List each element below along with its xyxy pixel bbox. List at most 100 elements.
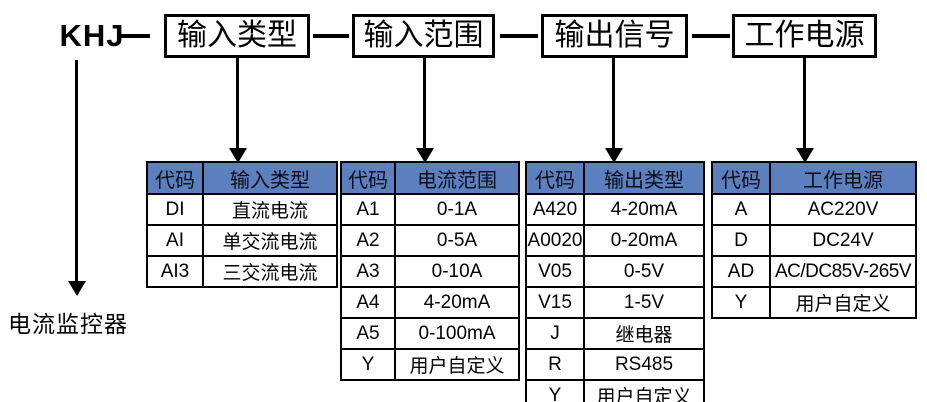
column-header-code: 代码 bbox=[711, 161, 771, 195]
table-header-row: 代码工作电源 bbox=[711, 161, 917, 195]
cell-code: D bbox=[711, 224, 771, 257]
column-header-value: 输出类型 bbox=[583, 161, 705, 195]
arrow-stem-input-type bbox=[236, 58, 239, 149]
separator-dash-3 bbox=[500, 34, 538, 38]
cell-value: 0-1A bbox=[394, 193, 520, 226]
column-header-value: 输入类型 bbox=[202, 161, 338, 195]
cell-value: 0-5A bbox=[394, 224, 520, 257]
segment-label: 输出信号 bbox=[554, 19, 675, 52]
separator-dash-2 bbox=[313, 34, 349, 38]
cell-code: V15 bbox=[525, 286, 585, 319]
cell-code: Y bbox=[340, 348, 396, 381]
cell-value: RS485 bbox=[583, 348, 705, 381]
table-header-row: 代码电流范围 bbox=[340, 161, 520, 195]
cell-code: A bbox=[711, 193, 771, 226]
cell-value: 用户自定义 bbox=[769, 286, 917, 319]
model-prefix: KHJ bbox=[59, 18, 125, 53]
cell-value: 继电器 bbox=[583, 317, 705, 350]
arrow-head-output-signal bbox=[605, 148, 623, 163]
cell-code: A4 bbox=[340, 286, 396, 319]
segment-box-input-type: 输入类型 bbox=[164, 14, 310, 58]
segment-box-output-signal: 输出信号 bbox=[541, 14, 688, 58]
cell-value: AC220V bbox=[769, 193, 917, 226]
cell-code: AI bbox=[146, 224, 204, 257]
arrow-stem-power-supply bbox=[803, 58, 806, 149]
arrow-head-power-supply bbox=[796, 148, 814, 163]
cell-value: 0-100mA bbox=[394, 317, 520, 350]
separator-dash-1 bbox=[118, 34, 150, 38]
cell-code: Y bbox=[711, 286, 771, 319]
cell-value: 三交流电流 bbox=[202, 255, 338, 288]
cell-value: 1-5V bbox=[583, 286, 705, 319]
table-header-row: 代码输入类型 bbox=[146, 161, 338, 195]
cell-value: 单交流电流 bbox=[202, 224, 338, 257]
cell-code: V05 bbox=[525, 255, 585, 288]
cell-value: 4-20mA bbox=[394, 286, 520, 319]
segment-label: 输入类型 bbox=[177, 19, 297, 52]
cell-code: AI3 bbox=[146, 255, 204, 288]
cell-code: A3 bbox=[340, 255, 396, 288]
cell-code: Y bbox=[525, 379, 585, 402]
cell-code: A2 bbox=[340, 224, 396, 257]
arrow-stem-prefix bbox=[75, 60, 78, 282]
cell-code: A0020 bbox=[525, 224, 585, 257]
column-header-code: 代码 bbox=[146, 161, 204, 195]
cell-code: J bbox=[525, 317, 585, 350]
table-header-row: 代码输出类型 bbox=[525, 161, 705, 195]
cell-value: 用户自定义 bbox=[583, 379, 705, 402]
cell-value: 0-20mA bbox=[583, 224, 705, 257]
cell-code: A5 bbox=[340, 317, 396, 350]
cell-value: 用户自定义 bbox=[394, 348, 520, 381]
arrow-stem-output-signal bbox=[612, 58, 615, 149]
segment-box-input-range: 输入范围 bbox=[352, 14, 495, 58]
cell-value: 直流电流 bbox=[202, 193, 338, 226]
cell-value: AC/DC85V-265V bbox=[769, 255, 917, 288]
cell-code: A1 bbox=[340, 193, 396, 226]
cell-code: A420 bbox=[525, 193, 585, 226]
cell-value: 4-20mA bbox=[583, 193, 705, 226]
column-header-value: 电流范围 bbox=[394, 161, 520, 195]
segment-label: 输入范围 bbox=[363, 19, 484, 52]
segment-label: 工作电源 bbox=[744, 19, 865, 52]
separator-dash-4 bbox=[692, 34, 730, 38]
column-header-value: 工作电源 bbox=[769, 161, 917, 195]
cell-code: DI bbox=[146, 193, 204, 226]
cell-code: R bbox=[525, 348, 585, 381]
arrow-head-input-type bbox=[229, 148, 247, 163]
segment-box-power-supply: 工作电源 bbox=[732, 14, 877, 58]
arrow-stem-input-range bbox=[423, 58, 426, 149]
cell-value: 0-5V bbox=[583, 255, 705, 288]
arrow-head-input-range bbox=[416, 148, 434, 163]
cell-value: DC24V bbox=[769, 224, 917, 257]
column-header-code: 代码 bbox=[340, 161, 396, 195]
product-name-label: 电流监控器 bbox=[8, 311, 128, 337]
cell-value: 0-10A bbox=[394, 255, 520, 288]
